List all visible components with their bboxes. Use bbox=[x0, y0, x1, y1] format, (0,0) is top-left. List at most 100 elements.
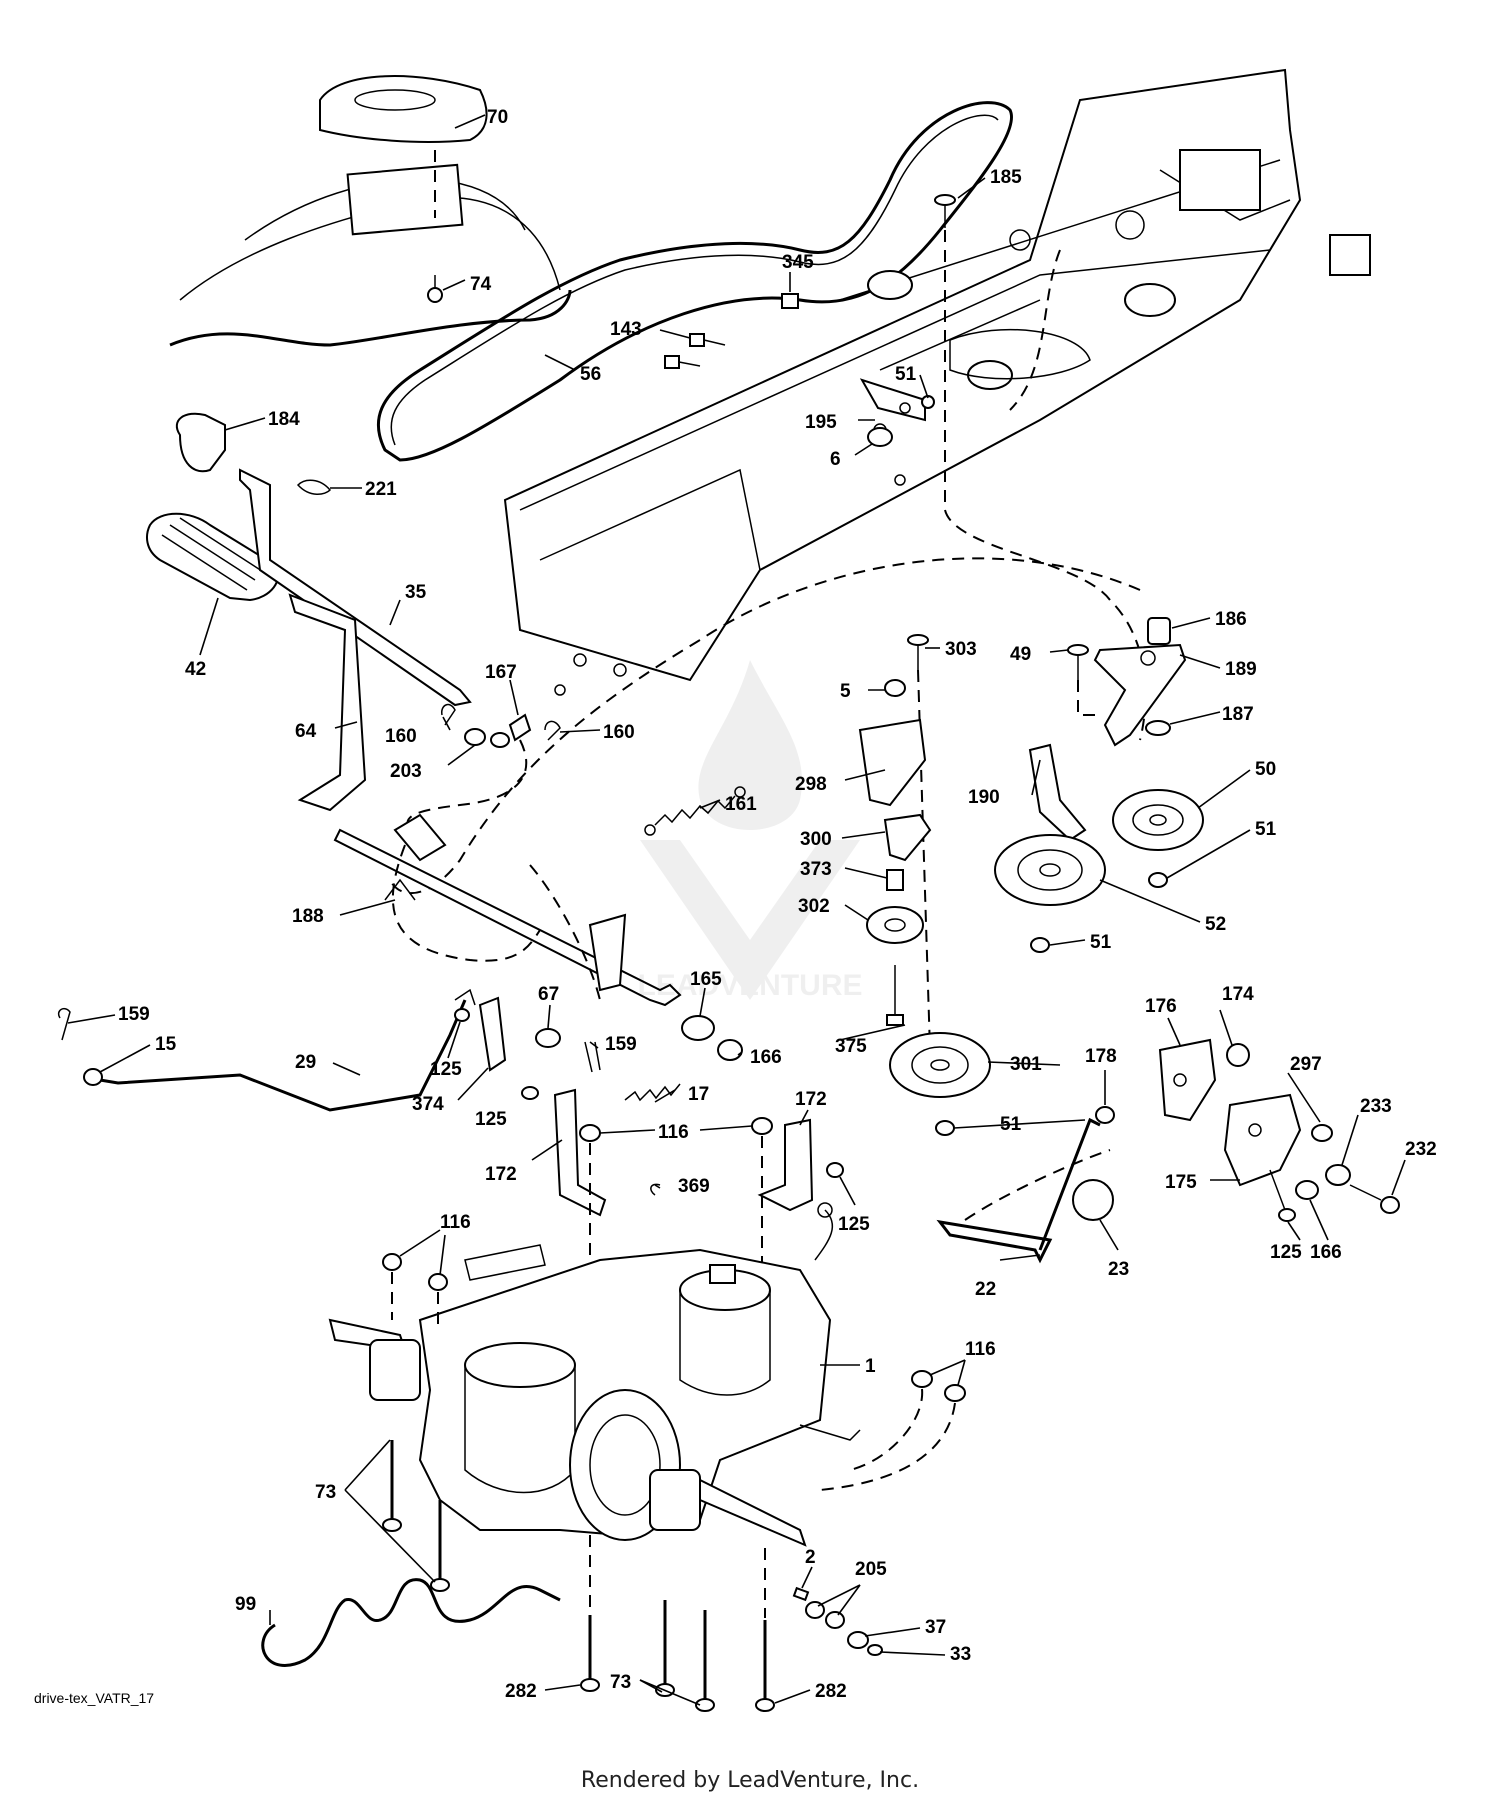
callout-297: 297 bbox=[1290, 1054, 1322, 1075]
callout-172-left: 172 bbox=[485, 1164, 517, 1185]
callout-51-idler: 51 bbox=[1255, 819, 1277, 840]
callout-172-right: 172 bbox=[795, 1089, 827, 1110]
callout-73-left: 73 bbox=[315, 1482, 336, 1503]
bolts-143 bbox=[664, 333, 726, 369]
nut-5 bbox=[884, 679, 906, 697]
callout-73-bottom: 73 bbox=[610, 1672, 631, 1693]
callout-50: 50 bbox=[1255, 759, 1276, 780]
nut-51-bottom bbox=[935, 1120, 955, 1136]
bushing-165 bbox=[681, 1015, 715, 1041]
callout-161: 161 bbox=[725, 794, 757, 815]
pulley-302 bbox=[866, 906, 924, 944]
nuts-116-right bbox=[911, 1370, 966, 1402]
washer-37 bbox=[847, 1631, 869, 1649]
callout-166-left: 166 bbox=[750, 1047, 782, 1068]
callout-189: 189 bbox=[1225, 659, 1257, 680]
callout-302: 302 bbox=[798, 896, 830, 917]
callout-282-right: 282 bbox=[815, 1681, 847, 1702]
bracket-300 bbox=[883, 813, 932, 862]
callout-70: 70 bbox=[487, 107, 508, 128]
pedal-rod-64 bbox=[288, 593, 367, 812]
washer-67 bbox=[535, 1028, 561, 1048]
callout-159-center: 159 bbox=[605, 1034, 637, 1055]
callout-221: 221 bbox=[365, 479, 397, 500]
callout-188: 188 bbox=[292, 906, 324, 927]
bracket-374 bbox=[478, 996, 507, 1072]
washer-166-left bbox=[717, 1039, 743, 1061]
clip-221 bbox=[296, 479, 332, 495]
callout-116-left: 116 bbox=[440, 1212, 471, 1233]
callout-205: 205 bbox=[855, 1559, 887, 1580]
nut-178 bbox=[1095, 1106, 1115, 1124]
callout-282-left: 282 bbox=[505, 1681, 537, 1702]
wire-harness-99 bbox=[261, 1578, 561, 1667]
pulley-301 bbox=[889, 1032, 991, 1098]
callout-143: 143 bbox=[610, 319, 642, 340]
spacer-186 bbox=[1147, 617, 1171, 645]
bolts-73 bbox=[382, 1440, 715, 1712]
callout-35: 35 bbox=[405, 582, 427, 603]
cotter-pins-160 bbox=[441, 703, 561, 741]
bolt-125-center bbox=[521, 1086, 539, 1100]
callout-17: 17 bbox=[688, 1084, 709, 1105]
nut-51-lower bbox=[1030, 937, 1050, 953]
callout-186: 186 bbox=[1215, 609, 1247, 630]
callout-64: 64 bbox=[295, 721, 317, 742]
bolt-125-right bbox=[826, 1162, 844, 1178]
o-ring-23 bbox=[1072, 1179, 1114, 1221]
callout-125-right: 125 bbox=[838, 1214, 870, 1235]
callout-29: 29 bbox=[295, 1052, 316, 1073]
plate-298 bbox=[858, 718, 927, 807]
callout-165: 165 bbox=[690, 969, 722, 990]
bracket-172-right bbox=[757, 1118, 814, 1212]
knob-184 bbox=[175, 412, 226, 473]
bushing-6 bbox=[867, 427, 893, 447]
pedal-arm-35 bbox=[239, 468, 472, 707]
callout-185: 185 bbox=[990, 167, 1022, 188]
bolt-49 bbox=[1067, 644, 1089, 680]
callout-166-right: 166 bbox=[1310, 1242, 1342, 1263]
callout-56: 56 bbox=[580, 364, 601, 385]
callout-298: 298 bbox=[795, 774, 827, 795]
callout-300: 300 bbox=[800, 829, 832, 850]
clip-159-left bbox=[58, 1007, 71, 1041]
callout-52: 52 bbox=[1205, 914, 1226, 935]
callout-345: 345 bbox=[782, 252, 814, 273]
callout-176: 176 bbox=[1145, 996, 1177, 1017]
render-footer: Rendered by LeadVenture, Inc. bbox=[580, 1768, 920, 1793]
bolt-375 bbox=[886, 965, 904, 1026]
callout-233: 233 bbox=[1360, 1096, 1392, 1117]
spacer-373 bbox=[886, 869, 904, 891]
callout-190: 190 bbox=[968, 787, 1000, 808]
nut-51-upper bbox=[1148, 872, 1168, 888]
callout-160-left: 160 bbox=[385, 726, 417, 747]
callout-125-center: 125 bbox=[475, 1109, 507, 1130]
callout-175: 175 bbox=[1165, 1172, 1197, 1193]
callout-42: 42 bbox=[185, 659, 206, 680]
callout-33: 33 bbox=[950, 1644, 971, 1665]
bolt-232 bbox=[1349, 1184, 1400, 1214]
callout-178: 178 bbox=[1085, 1046, 1117, 1067]
callout-51-301: 51 bbox=[1000, 1114, 1022, 1135]
pulley-50 bbox=[1112, 789, 1204, 851]
callout-159-left: 159 bbox=[118, 1004, 150, 1025]
washer-297 bbox=[1311, 1124, 1333, 1142]
pedal-pad-42 bbox=[146, 512, 280, 602]
callout-15: 15 bbox=[155, 1034, 177, 1055]
callout-67: 67 bbox=[538, 984, 559, 1005]
bracket-190 bbox=[1028, 743, 1087, 842]
bolt-345 bbox=[781, 293, 799, 309]
callout-373: 373 bbox=[800, 859, 832, 880]
callout-5: 5 bbox=[840, 681, 851, 702]
callout-2: 2 bbox=[805, 1547, 816, 1568]
bolt-303 bbox=[907, 634, 929, 670]
callout-74: 74 bbox=[470, 274, 492, 295]
bolt-125-left bbox=[454, 1008, 470, 1022]
callout-6: 6 bbox=[830, 449, 841, 470]
callout-167: 167 bbox=[485, 662, 517, 683]
spring-161 bbox=[644, 786, 746, 836]
callout-374: 374 bbox=[412, 1094, 444, 1115]
callout-99: 99 bbox=[235, 1594, 256, 1615]
callout-22: 22 bbox=[975, 1279, 996, 1300]
